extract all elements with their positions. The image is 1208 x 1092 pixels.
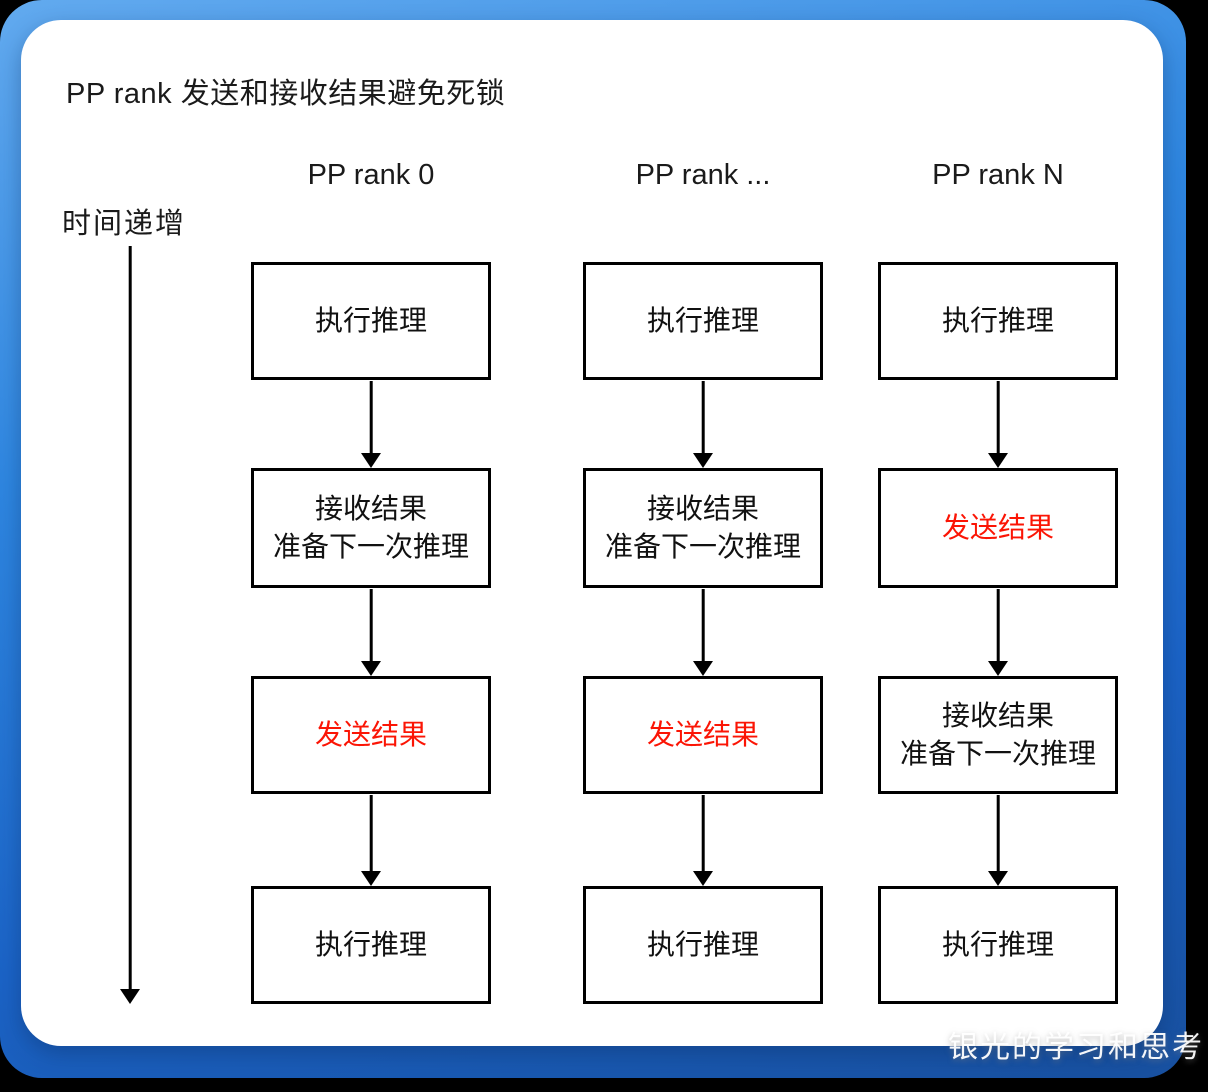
- pp-rank-n-column: PP rank N 执行推理 发送结果 接收结果 准备下一次推理 执行推理: [878, 0, 1118, 1092]
- flow-arrow-down: [986, 795, 1010, 886]
- box-line: 准备下一次推理: [604, 531, 801, 562]
- watermark: 银光的学习和思考: [948, 1031, 1204, 1064]
- box-line: 接收结果: [314, 493, 427, 524]
- arrow-head-icon: [988, 871, 1008, 886]
- flow-box: 执行推理: [583, 886, 823, 1004]
- box-line: 执行推理: [941, 305, 1054, 336]
- column-header: PP rank ...: [635, 159, 771, 191]
- flow-box: 执行推理: [251, 886, 491, 1004]
- arrow-head-icon: [693, 661, 713, 676]
- arrow-shaft: [996, 589, 1000, 663]
- arrow-head-icon: [361, 661, 381, 676]
- flow-box: 执行推理: [878, 262, 1118, 380]
- arrow-shaft: [128, 246, 132, 991]
- arrow-head-icon: [693, 871, 713, 886]
- flow-box: 发送结果: [878, 468, 1118, 588]
- arrow-shaft: [996, 381, 1000, 455]
- flow-arrow-down: [359, 589, 383, 676]
- flow-arrow-down: [986, 589, 1010, 676]
- flow-box: 执行推理: [583, 262, 823, 380]
- arrow-shaft: [701, 381, 705, 455]
- flow-arrow-down: [359, 381, 383, 468]
- box-line: 发送结果: [314, 719, 427, 750]
- flow-box: 执行推理: [878, 886, 1118, 1004]
- box-line: 发送结果: [646, 719, 759, 750]
- arrow-head-icon: [988, 453, 1008, 468]
- box-line: 接收结果: [941, 700, 1054, 731]
- arrow-head-icon: [361, 453, 381, 468]
- flow-arrow-down: [359, 795, 383, 886]
- page-title: PP rank 发送和接收结果避免死锁: [66, 78, 506, 110]
- box-line: 准备下一次推理: [272, 531, 469, 562]
- arrow-shaft: [701, 795, 705, 873]
- flow-arrow-down: [691, 381, 715, 468]
- box-line: 执行推理: [646, 305, 759, 336]
- flow-box: 发送结果: [251, 676, 491, 794]
- arrow-shaft: [996, 795, 1000, 873]
- pp-rank-middle-column: PP rank ... 执行推理 接收结果 准备下一次推理 发送结果 执行推理: [583, 0, 823, 1092]
- arrow-head-icon: [120, 989, 140, 1004]
- arrow-shaft: [369, 381, 373, 455]
- box-line: 执行推理: [941, 929, 1054, 960]
- box-line: 执行推理: [646, 929, 759, 960]
- time-axis-label: 时间递增: [62, 208, 187, 240]
- box-line: 发送结果: [941, 512, 1054, 543]
- pp-rank-0-column: PP rank 0 执行推理 接收结果 准备下一次推理 发送结果 执行推理: [251, 0, 491, 1092]
- box-line: 执行推理: [314, 929, 427, 960]
- flow-box: 发送结果: [583, 676, 823, 794]
- flow-box: 接收结果 准备下一次推理: [583, 468, 823, 588]
- flow-arrow-down: [691, 795, 715, 886]
- box-line: 准备下一次推理: [899, 738, 1096, 769]
- flow-arrow-down: [986, 381, 1010, 468]
- arrow-shaft: [369, 795, 373, 873]
- arrow-shaft: [701, 589, 705, 663]
- arrow-head-icon: [988, 661, 1008, 676]
- column-header: PP rank 0: [307, 159, 435, 191]
- flow-box: 接收结果 准备下一次推理: [251, 468, 491, 588]
- flow-arrow-down: [691, 589, 715, 676]
- arrow-head-icon: [693, 453, 713, 468]
- flow-box: 接收结果 准备下一次推理: [878, 676, 1118, 794]
- arrow-head-icon: [361, 871, 381, 886]
- time-axis-arrow: [118, 246, 142, 1004]
- flow-box: 执行推理: [251, 262, 491, 380]
- box-line: 接收结果: [646, 493, 759, 524]
- arrow-shaft: [369, 589, 373, 663]
- box-line: 执行推理: [314, 305, 427, 336]
- column-header: PP rank N: [932, 159, 1064, 191]
